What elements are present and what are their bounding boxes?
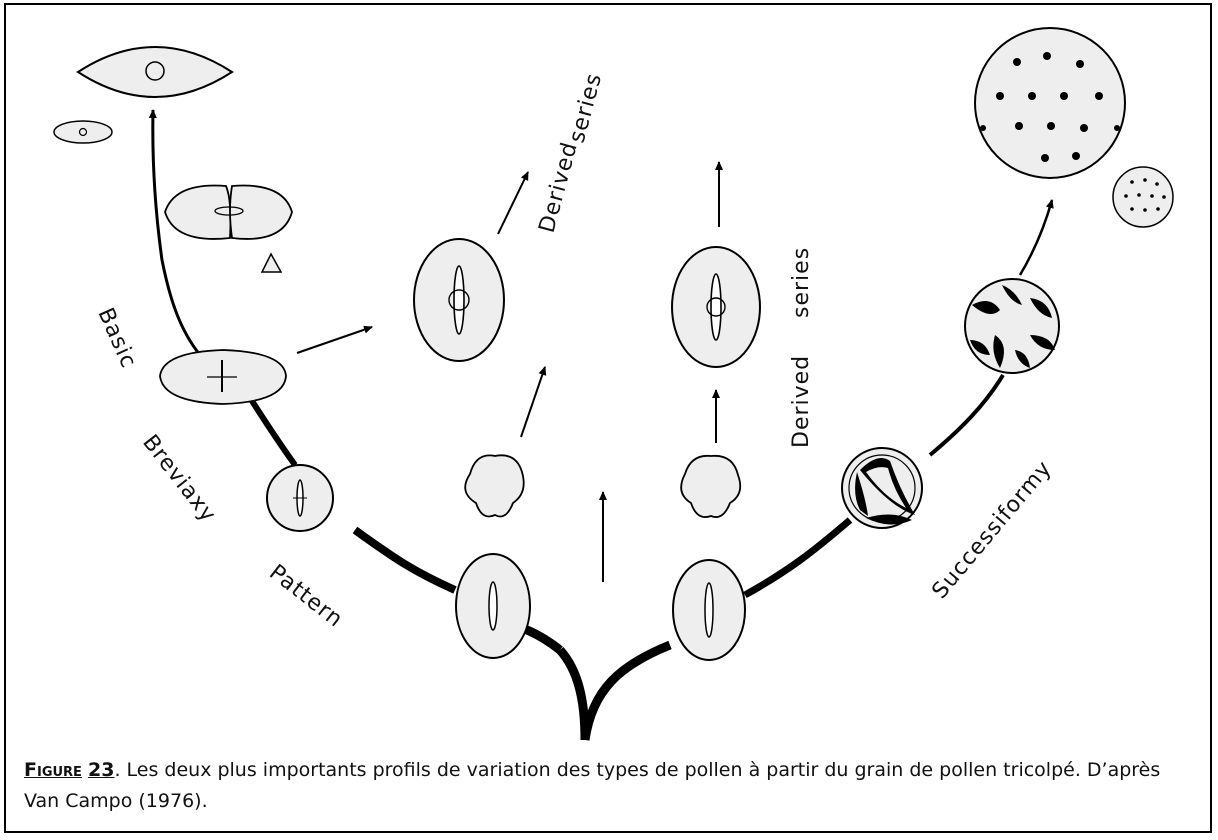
grain-pattern-node	[266, 464, 334, 532]
pollen-evolution-diagram: Basic Breviaxy Pattern Derived series De…	[53, 27, 1174, 741]
grain-trilobed-left	[464, 454, 525, 518]
caption-number: 23	[87, 759, 115, 781]
branch-right-mid	[928, 373, 1005, 457]
arrow-basic-to-series	[296, 325, 373, 354]
figure-caption: Figure 23. Les deux plus importants prof…	[24, 755, 1194, 817]
grain-bilobed	[164, 184, 293, 240]
label-series-left: series	[565, 70, 608, 145]
arrow-left-series-upper	[497, 171, 529, 235]
label-series-right: series	[789, 247, 814, 318]
label-breviaxy: Breviaxy	[137, 430, 221, 527]
branch-left-lower	[352, 526, 457, 594]
grain-basic-small	[53, 120, 113, 144]
branch-right-lower	[743, 517, 853, 599]
grain-pantoporate-pattern	[964, 278, 1060, 374]
label-derived-right: Derived	[789, 355, 814, 448]
grain-periporate-large	[974, 27, 1126, 179]
grain-derived-right	[671, 246, 761, 368]
grain-tricolpate-left	[455, 553, 531, 659]
arrow-left-series-lower	[520, 366, 547, 438]
grain-derived-left	[413, 238, 505, 362]
branch-left-upper	[148, 109, 202, 356]
caption-label: Figure	[24, 759, 82, 781]
label-derived-left: Derived	[535, 139, 583, 235]
grain-basic-large	[76, 46, 234, 98]
grain-triangle-small	[260, 252, 283, 273]
trunk-right-branch	[580, 640, 672, 741]
grain-syncolpate	[841, 447, 923, 529]
grain-trilobed-right	[680, 454, 742, 518]
label-successiformy: Successiformy	[927, 456, 1057, 604]
branch-right-upper	[1018, 199, 1054, 276]
grain-tricolpate-right	[672, 559, 746, 661]
trunk-stem	[556, 646, 590, 741]
label-pattern: Pattern	[264, 560, 347, 633]
label-basic: Basic	[93, 304, 142, 372]
grain-basic-node	[159, 349, 287, 405]
caption-text: . Les deux plus importants profils de va…	[24, 759, 1161, 812]
grain-periporate-small	[1112, 166, 1174, 228]
